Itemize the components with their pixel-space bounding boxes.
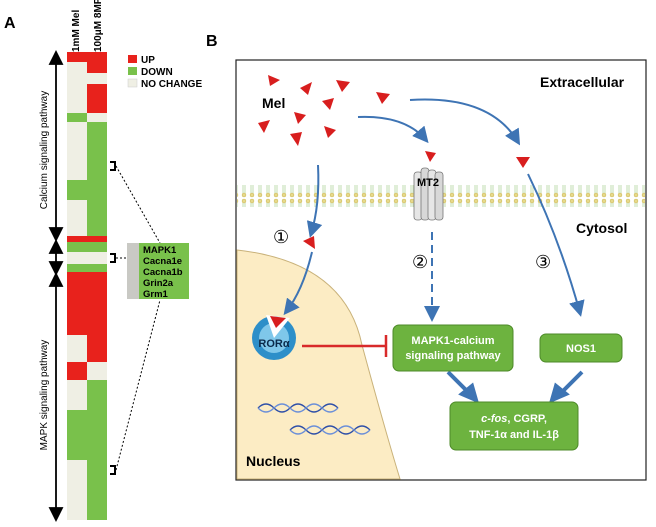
column-header-mel: 1mM Mel	[71, 10, 82, 52]
column-headers: 1mM Mel 100μM 8MP	[71, 0, 104, 52]
box-outputs-line2: TNF-1α and IL-1β	[469, 429, 559, 441]
panel-a-label: A	[4, 15, 16, 32]
heatmap-cell	[87, 252, 107, 264]
legend-label-up: UP	[141, 55, 155, 66]
heatmap-cell	[67, 52, 87, 62]
step-1: ①	[273, 227, 289, 247]
legend-swatch-up	[128, 55, 137, 63]
box-nos1-label: NOS1	[566, 343, 596, 355]
gene-grm1: Grm1	[143, 289, 169, 300]
gene-grin2a: Grin2a	[143, 278, 174, 289]
heatmap-cell	[67, 264, 87, 272]
heatmap-cell	[67, 272, 87, 312]
heatmap-cell	[87, 380, 107, 410]
box-mapk-calcium: MAPK1-calcium signaling pathway	[392, 324, 514, 372]
step-markers: ① ② ③	[273, 227, 551, 272]
step-2: ②	[412, 252, 428, 272]
pathway-arrows	[283, 98, 585, 322]
box-nos1: NOS1	[539, 333, 623, 363]
heatmap	[67, 52, 107, 520]
heatmap-cell	[67, 236, 87, 242]
heatmap-cell	[67, 200, 87, 236]
heatmap-cell	[87, 180, 107, 200]
heatmap-cell	[87, 242, 107, 252]
heatmap-cell	[67, 122, 87, 180]
heatmap-cell	[67, 242, 87, 252]
heatmap-cell	[87, 362, 107, 380]
gene-box: MAPK1 Cacna1e Cacna1b Grin2a Grm1	[127, 243, 189, 300]
melatonin-molecules	[258, 75, 530, 249]
pathway-range-arrows	[48, 49, 64, 523]
extracellular-label: Extracellular	[540, 74, 625, 90]
heatmap-cell	[87, 113, 107, 122]
mt2-receptor: MT2	[413, 167, 444, 221]
box-outputs-line1: c-fos, CGRP,	[481, 413, 547, 425]
output-arrows	[446, 370, 584, 404]
heatmap-cell	[67, 460, 87, 520]
heatmap-cell	[87, 84, 107, 113]
heatmap-cell	[87, 62, 107, 73]
heatmap-cell	[67, 113, 87, 122]
heatmap-cell	[87, 312, 107, 348]
heatmap-cell	[87, 122, 107, 180]
heatmap-cell	[87, 460, 107, 520]
heatmap-cell	[67, 84, 87, 113]
heatmap-cell	[87, 73, 107, 84]
step-3: ③	[535, 252, 551, 272]
heatmap-cell	[67, 180, 87, 200]
gene-cacna1e: Cacna1e	[143, 256, 182, 267]
heatmap-cell	[67, 73, 87, 84]
heatmap-cell	[87, 200, 107, 236]
ror-alpha-receptor: RORα	[252, 315, 296, 360]
heatmap-cell	[67, 252, 87, 264]
heatmap-cell	[87, 350, 107, 362]
gene-zoom-connectors	[110, 161, 161, 475]
box-mapk-line2: signaling pathway	[405, 350, 501, 362]
cfos-text: c-fos	[481, 413, 507, 425]
pathway-label-calcium: Calcium signaling pathway	[39, 91, 50, 209]
heatmap-cell	[87, 272, 107, 312]
panel-b-label: B	[206, 33, 218, 50]
heatmap-cell	[67, 362, 87, 380]
heatmap-cell	[67, 335, 87, 350]
heatmap-cell	[87, 264, 107, 272]
heatmap-cell	[67, 410, 87, 460]
cgrp-text: , CGRP,	[507, 413, 547, 425]
cytosol-label: Cytosol	[576, 220, 627, 236]
column-header-8mp: 100μM 8MP	[93, 0, 104, 52]
mt2-label: MT2	[417, 177, 439, 189]
legend: UP DOWN NO CHANGE	[127, 55, 202, 90]
nucleus-label: Nucleus	[246, 453, 301, 469]
heatmap-cell	[87, 236, 107, 242]
heatmap-cell	[87, 410, 107, 460]
legend-label-no-change: NO CHANGE	[141, 79, 202, 90]
legend-label-down: DOWN	[141, 67, 173, 78]
box-outputs: c-fos, CGRP, TNF-1α and IL-1β	[449, 401, 579, 451]
legend-swatch-down	[128, 67, 137, 75]
heatmap-cell	[67, 380, 87, 410]
dna-helices	[257, 403, 371, 435]
gene-cacna1b: Cacna1b	[143, 267, 183, 278]
gene-mapk1: MAPK1	[143, 245, 177, 256]
pathway-label-mapk: MAPK signaling pathway	[39, 340, 50, 451]
heatmap-cell	[67, 62, 87, 73]
heatmap-cell	[67, 350, 87, 362]
heatmap-cell	[87, 52, 107, 62]
legend-swatch-no-change	[127, 78, 138, 88]
inhibition-line	[302, 335, 388, 357]
box-mapk-line1: MAPK1-calcium	[411, 335, 494, 347]
mel-label: Mel	[262, 95, 285, 111]
ror-alpha-label: RORα	[258, 338, 289, 350]
